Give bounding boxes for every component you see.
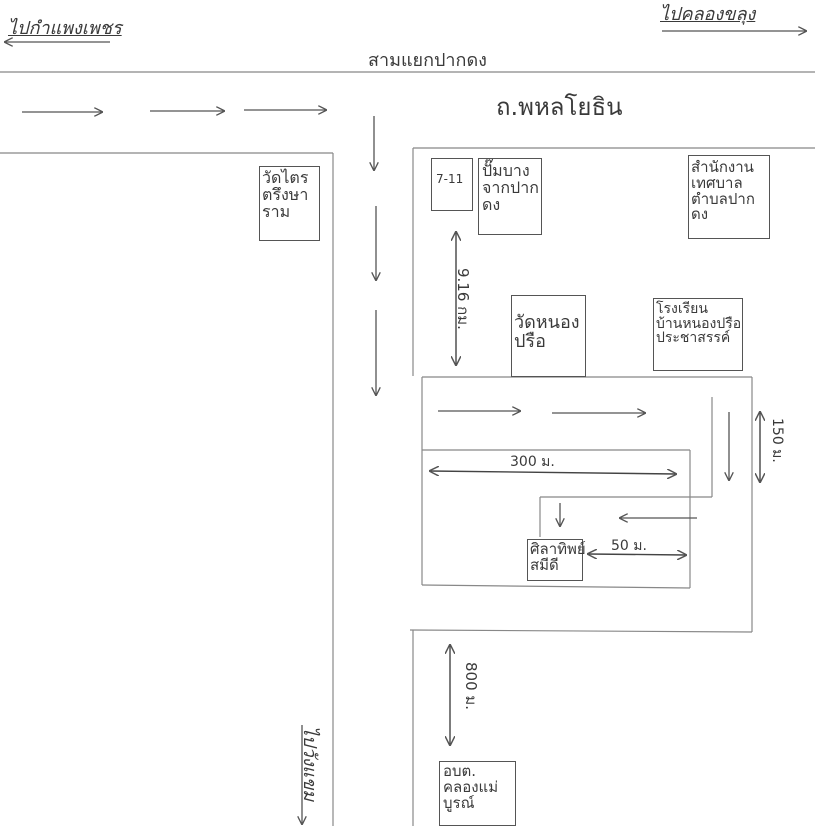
label-to-wang-khaem: ไปวังแขม — [299, 726, 320, 802]
seven-eleven-label: 7-11 — [436, 172, 464, 186]
route-arrows — [22, 110, 729, 526]
temple-trai-box — [259, 166, 320, 241]
junction-label: สามแยกปากดง — [368, 50, 487, 71]
distance-markers — [430, 232, 760, 745]
distance-9km-label: 9.16 กม. — [454, 268, 472, 330]
distance-300m-line — [430, 471, 676, 474]
temple-nong-prue-box — [511, 295, 586, 377]
soi-bottom — [409, 629, 753, 633]
inner-block-bottom — [421, 584, 691, 589]
temple-nong-prue-label: วัดหนอง ปรือ — [514, 312, 580, 352]
road-name-label: ถ.พหลโยธิน — [496, 93, 623, 121]
destination-label: ศิลาทิพย์ สมีดี — [530, 540, 586, 574]
road-lines — [0, 71, 815, 826]
distance-50m-line — [588, 554, 686, 555]
gas-station-box — [478, 158, 542, 235]
municipal-office-box — [688, 155, 770, 239]
municipal-office-label: สำนักงาน เทศบาล ตำบลปาก ดง — [691, 158, 755, 224]
label-to-khlong-khlung: ไปคลองขลุง — [660, 4, 756, 25]
direction-arrows — [5, 31, 806, 824]
distance-300m-label: 300 ม. — [510, 454, 555, 470]
label-to-kamphaeng-phet: ไปกำแพงเพชร — [8, 18, 122, 39]
distance-150m-label: 150 ม. — [769, 418, 785, 463]
temple-trai-label: วัดไตร ตรึงษา ราม — [262, 168, 309, 221]
destination-box — [527, 539, 583, 581]
obt-office-label: อบต. คลองแม่ บูรณ์ — [443, 762, 499, 812]
distance-800m-label: 800 ม. — [462, 662, 480, 711]
school-box — [653, 298, 743, 371]
school-label: โรงเรียน บ้านหนองปรือ ประชาสรรค์ — [656, 301, 742, 347]
gas-station-label: ปั๊มบาง จากปาก ดง — [482, 161, 539, 214]
seven-eleven-box — [431, 158, 473, 211]
distance-50m-label: 50 ม. — [611, 538, 647, 554]
